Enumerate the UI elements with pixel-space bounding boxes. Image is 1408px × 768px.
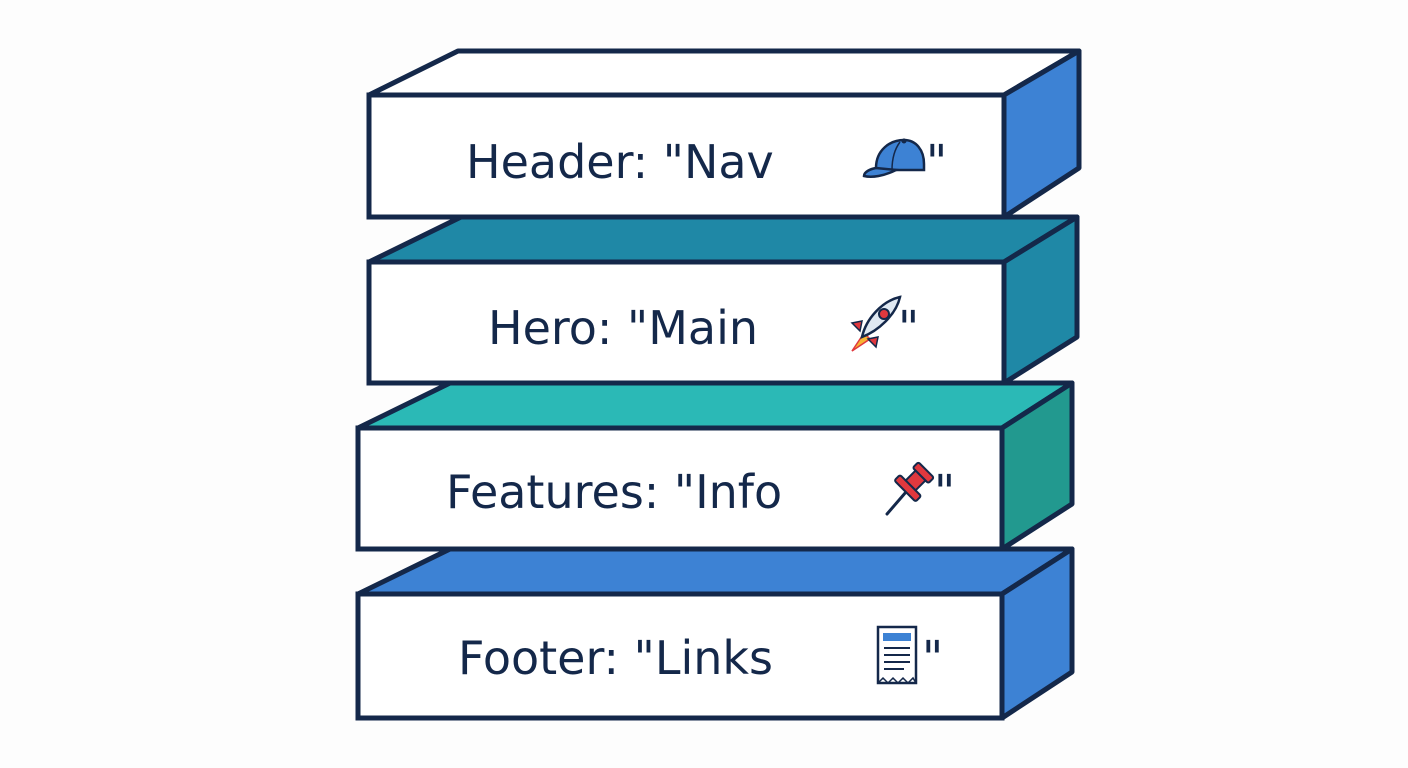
layer-top-face-hero: [366, 214, 1080, 265]
layer-label-hero: Hero: "Main: [488, 301, 758, 355]
layer-top-face-features: [355, 380, 1075, 431]
layer-label-text-footer: Footer: "Links: [458, 631, 773, 685]
layer-label-text-header: Header: "Nav: [466, 135, 774, 189]
layer-block-header: Header: "Nav ": [366, 48, 1082, 220]
layer-label-footer: Footer: "Links: [458, 631, 773, 685]
layer-front-face-header: [366, 92, 1007, 220]
layer-front-face-features: [355, 425, 1005, 552]
receipt-icon: [876, 625, 918, 685]
layer-label-text-hero: Hero: "Main: [488, 301, 758, 355]
layer-top-face-footer: [355, 546, 1075, 597]
layer-closing-quote-header: ": [926, 135, 947, 189]
layer-closing-quote-footer: ": [922, 631, 943, 685]
layer-block-hero: Hero: "Main ": [366, 214, 1080, 386]
layer-block-features: Features: "Info ": [355, 380, 1075, 552]
layer-label-features: Features: "Info: [446, 465, 782, 519]
layer-block-footer: Footer: "Links ": [355, 546, 1075, 721]
pushpin-icon: [885, 461, 935, 516]
layer-label-text-features: Features: "Info: [446, 465, 782, 519]
rocket-icon: [850, 295, 902, 352]
layer-front-face-hero: [366, 259, 1007, 386]
layer-label-header: Header: "Nav: [466, 135, 774, 189]
layer-closing-quote-features: ": [934, 465, 955, 519]
cap-icon: [862, 138, 926, 178]
layer-top-face-header: [366, 48, 1082, 98]
layer-closing-quote-hero: ": [898, 301, 919, 355]
